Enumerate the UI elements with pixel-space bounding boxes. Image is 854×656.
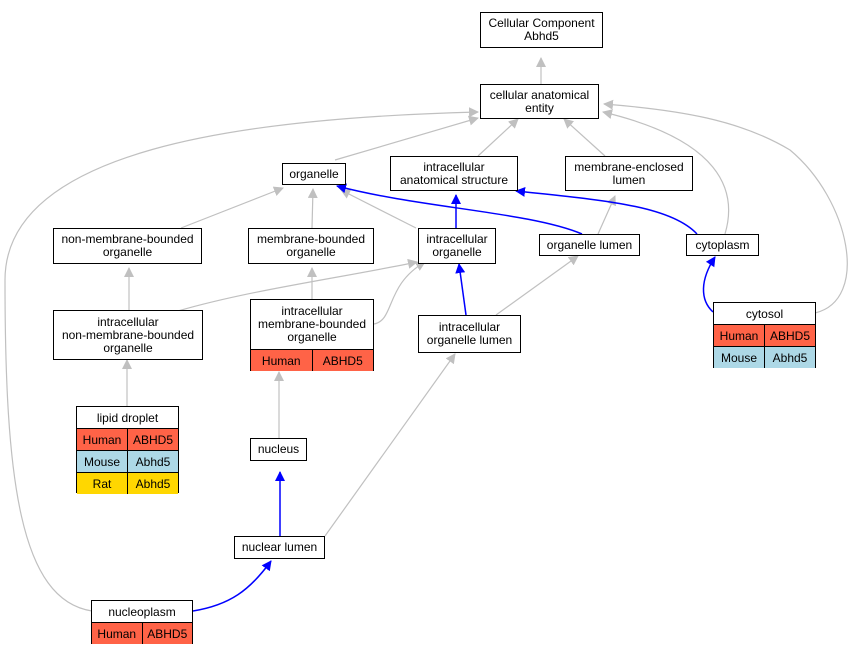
node-intracellular-organelle[interactable]: intracellular organelle bbox=[418, 228, 496, 264]
node-label-line2: organelle bbox=[286, 245, 336, 259]
node-title: lipid droplet bbox=[77, 407, 178, 429]
node-label: nuclear lumen bbox=[241, 540, 318, 554]
node-label-line1: intracellular bbox=[97, 314, 159, 329]
edge-cytosol-cytoplasm bbox=[702, 256, 716, 313]
species-cell: Human bbox=[77, 429, 128, 450]
node-label-line2: entity bbox=[525, 100, 554, 115]
gene-row-rat: Rat Abhd5 bbox=[77, 473, 178, 494]
node-cytoplasm[interactable]: cytoplasm bbox=[686, 234, 759, 256]
node-label-line1: membrane-enclosed bbox=[574, 159, 684, 174]
edge-io-organelle bbox=[340, 189, 417, 229]
gene-cell: ABHD5 bbox=[322, 353, 363, 368]
node-nuclear-lumen[interactable]: nuclear lumen bbox=[234, 536, 325, 559]
node-label-line2: anatomical structure bbox=[399, 172, 509, 187]
node-label-line2: organelle bbox=[432, 245, 482, 259]
edge-nmbo-organelle bbox=[180, 186, 284, 229]
node-label-line3: organelle bbox=[287, 330, 337, 344]
node-label: organelle bbox=[289, 166, 339, 181]
node-label-line1: intracellular bbox=[438, 320, 501, 334]
node-intracellular-membrane-bounded-organelle[interactable]: intracellular membrane-bounded organelle… bbox=[250, 299, 374, 371]
edge-iol-ol bbox=[495, 255, 579, 316]
node-label-line1: cellular anatomical bbox=[489, 87, 590, 102]
node-label-line2: membrane-bounded bbox=[257, 317, 367, 331]
node-label-line2: non-membrane-bounded bbox=[61, 327, 195, 342]
node-membrane-bounded-organelle[interactable]: membrane-bounded organelle bbox=[248, 228, 374, 264]
gene-row-human: Human ABHD5 bbox=[92, 623, 192, 644]
node-lipid-droplet[interactable]: lipid droplet Human ABHD5 Mouse Abhd5 Ra… bbox=[76, 406, 179, 494]
edge-inmbo-io bbox=[177, 258, 418, 312]
edge-organelle-cae bbox=[334, 115, 479, 161]
node-label: nucleus bbox=[257, 442, 300, 456]
gene-row-mouse: Mouse Abhd5 bbox=[77, 451, 178, 473]
node-membrane-enclosed-lumen[interactable]: membrane-enclosed lumen bbox=[565, 156, 693, 191]
node-organelle[interactable]: organelle bbox=[282, 163, 346, 185]
node-organelle-lumen[interactable]: organelle lumen bbox=[539, 234, 640, 256]
gene-row-mouse: Mouse Abhd5 bbox=[714, 347, 815, 368]
gene-cell: ABHD5 bbox=[769, 328, 810, 343]
node-title: nucleoplasm bbox=[92, 601, 192, 623]
node-label: organelle lumen bbox=[546, 237, 633, 252]
edge-nl-iol bbox=[324, 353, 456, 537]
node-intracellular-organelle-lumen[interactable]: intracellular organelle lumen bbox=[418, 315, 521, 353]
gene-cell: Abhd5 bbox=[135, 476, 171, 491]
gene-cell: ABHD5 bbox=[147, 626, 188, 641]
edge-np-nl bbox=[192, 560, 272, 612]
node-label: cytoplasm bbox=[695, 237, 750, 252]
node-label-line2: organelle lumen bbox=[426, 333, 513, 347]
node-label-line1: intracellular bbox=[281, 304, 343, 318]
node-nucleoplasm[interactable]: nucleoplasm Human ABHD5 bbox=[91, 600, 193, 644]
node-non-membrane-bounded-organelle[interactable]: non-membrane-bounded organelle bbox=[53, 228, 202, 264]
node-label-line2: organelle bbox=[102, 245, 153, 259]
gene-cell: Abhd5 bbox=[135, 454, 171, 469]
node-label-line1: membrane-bounded bbox=[256, 232, 366, 246]
node-label-line1: intracellular bbox=[423, 159, 485, 174]
gene-cell: ABHD5 bbox=[132, 432, 173, 447]
node-intracellular-non-membrane-bounded-organelle[interactable]: intracellular non-membrane-bounded organ… bbox=[53, 310, 203, 360]
edge-cytoplasm-cae bbox=[602, 109, 730, 235]
edge-mbo-organelle bbox=[307, 188, 318, 229]
node-cellular-anatomical-entity[interactable]: cellular anatomical entity bbox=[480, 84, 599, 119]
edge-nucleoplasm-cae bbox=[4, 107, 479, 612]
gene-row-human: Human ABHD5 bbox=[251, 350, 373, 371]
edge-ol-organelle bbox=[336, 183, 583, 235]
edge-cytoplasm-ias bbox=[515, 186, 698, 235]
node-label-line1: non-membrane-bounded bbox=[61, 232, 194, 246]
edge-mel-cae bbox=[563, 118, 606, 157]
node-label-line1: Cellular Component bbox=[488, 16, 595, 30]
node-cytosol[interactable]: cytosol Human ABHD5 Mouse Abhd5 bbox=[713, 302, 816, 368]
species-cell: Mouse bbox=[77, 451, 128, 472]
node-cellular-component-root[interactable]: Cellular Component Abhd5 bbox=[480, 12, 603, 48]
species-cell: Rat bbox=[77, 473, 128, 494]
node-intracellular-anatomical-structure[interactable]: intracellular anatomical structure bbox=[390, 156, 518, 191]
edge-ias-cae bbox=[477, 118, 519, 157]
node-label-line2: Abhd5 bbox=[524, 29, 559, 43]
node-nucleus[interactable]: nucleus bbox=[250, 438, 307, 461]
gene-row-human: Human ABHD5 bbox=[77, 429, 178, 451]
node-title: cytosol bbox=[714, 303, 815, 325]
species-cell: Human bbox=[92, 623, 143, 644]
gene-cell: Abhd5 bbox=[772, 350, 808, 365]
node-label-line3: organelle bbox=[103, 340, 153, 355]
gene-row-human: Human ABHD5 bbox=[714, 325, 815, 347]
node-label-line1: intracellular bbox=[426, 232, 488, 246]
edge-cytosol-cae bbox=[603, 99, 848, 314]
edge-iol-io bbox=[455, 263, 467, 316]
species-cell: Human bbox=[714, 325, 765, 346]
node-title: intracellular membrane-bounded organelle bbox=[251, 300, 373, 350]
node-label-line2: lumen bbox=[612, 172, 646, 187]
species-cell: Mouse bbox=[714, 347, 765, 368]
species-cell: Human bbox=[251, 350, 313, 371]
edge-imbo-io bbox=[373, 261, 426, 325]
